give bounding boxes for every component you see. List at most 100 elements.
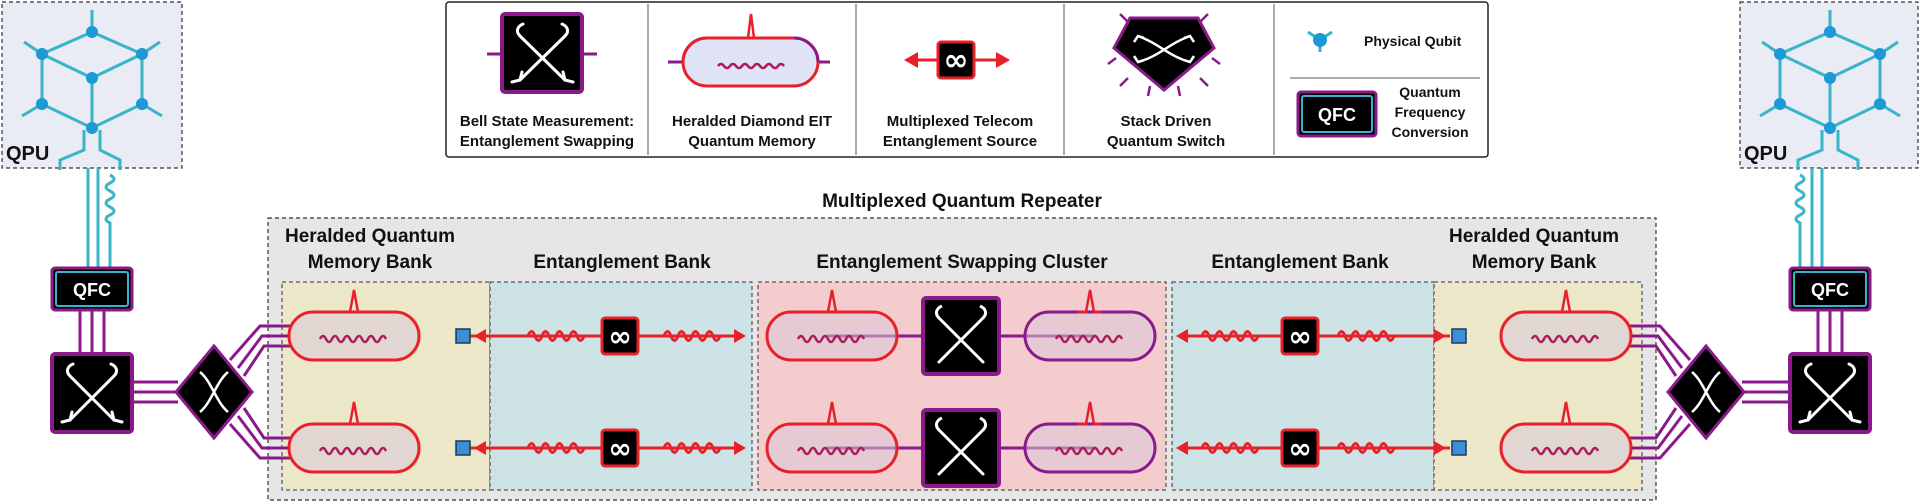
bsm-detector	[934, 304, 943, 320]
legend-qfc-label-2: Frequency	[1395, 104, 1466, 120]
memory-cell	[1023, 310, 1157, 362]
memory-bank-left-title-1: Heralded Quantum	[285, 226, 455, 247]
memory-cell	[287, 422, 421, 474]
bsm-box	[921, 296, 1001, 376]
legend-memory-label-1: Heralded Diamond EIT	[672, 113, 832, 130]
bsm-arrow	[937, 316, 985, 364]
quantum-switch-right	[1666, 343, 1746, 441]
memory-bank-right-title-2: Memory Bank	[1472, 252, 1597, 273]
qpu-left-label: QPU	[6, 143, 49, 165]
herald-peak	[1554, 289, 1578, 314]
legend-bsm-label-1: Bell State Measurement:	[460, 113, 634, 130]
source-symbol: ∞	[1288, 432, 1311, 465]
bsm-detector	[979, 304, 988, 320]
memory-cell	[1023, 422, 1157, 474]
swap-memory-right	[1023, 401, 1157, 474]
bsm-detector	[934, 416, 943, 432]
qpu-qfc-links	[86, 168, 1824, 268]
legend-qubit-icon	[1307, 30, 1333, 52]
legend-qfc-label-1: Quantum	[1399, 84, 1460, 100]
stored-wavepacket	[1530, 334, 1600, 344]
qfc-left: QFC	[50, 266, 134, 312]
source-box	[600, 428, 640, 468]
qpu-right: QPU	[1739, 1, 1919, 170]
legend-qfc-label-3: Conversion	[1391, 124, 1468, 140]
memory-bank-right-cell	[1499, 289, 1633, 362]
photon-wave	[662, 442, 722, 454]
legend-bsm-icon	[487, 12, 597, 94]
bsm-left	[50, 352, 134, 434]
photon-wave	[1336, 442, 1396, 454]
photon-wave	[1200, 442, 1260, 454]
legend-switch-icon	[1107, 13, 1221, 97]
herald-peak	[342, 401, 366, 426]
swap-memory-left	[765, 289, 899, 362]
bsm-central	[921, 408, 1001, 488]
herald-peak	[820, 289, 844, 314]
edge-wiring	[78, 310, 1844, 460]
detector	[1451, 440, 1467, 456]
legend-source-label-2: Entanglement Source	[883, 133, 1037, 150]
herald-peak	[820, 401, 844, 426]
quantum-switch-left	[174, 343, 254, 441]
memory-bank-left-cell	[287, 289, 421, 362]
qpu-left: QPU	[1, 1, 183, 170]
arrowhead	[1176, 329, 1188, 343]
photon-wave	[526, 442, 586, 454]
stored-wavepacket	[1054, 446, 1124, 456]
herald-peak	[342, 289, 366, 314]
memory-cell	[765, 422, 899, 474]
memory-cell	[287, 310, 421, 362]
swap-memory-right	[1023, 289, 1157, 362]
legend-switch-label-2: Quantum Switch	[1107, 133, 1225, 150]
source-box	[1280, 316, 1320, 356]
entanglement-source-right: ∞	[1280, 316, 1320, 356]
legend-qfc-icon: QFC	[1296, 90, 1378, 138]
legend-memory-label-2: Quantum Memory	[688, 133, 816, 150]
herald-peak	[1078, 289, 1102, 314]
stored-wavepacket	[796, 334, 866, 344]
stored-wavepacket	[1530, 446, 1600, 456]
legend-bsm-label-2: Entanglement Swapping	[460, 133, 634, 150]
stored-wavepacket	[318, 334, 388, 344]
stored-wavepacket	[1054, 334, 1124, 344]
source-box	[1280, 428, 1320, 468]
source-box	[600, 316, 640, 356]
qpu-right-label: QPU	[1744, 143, 1787, 165]
entanglement-source-right: ∞	[1280, 428, 1320, 468]
bsm-box	[921, 408, 1001, 488]
legend-qfc-text: QFC	[1318, 105, 1356, 125]
memory-cell	[765, 310, 899, 362]
source-symbol: ∞	[1288, 320, 1311, 353]
bsm-detector	[979, 416, 988, 432]
arrowhead	[1434, 329, 1446, 343]
memory-bank-left-cell	[287, 401, 421, 474]
swapping-cluster-title: Entanglement Swapping Cluster	[816, 252, 1108, 273]
memory-cell	[1499, 422, 1633, 474]
entanglement-bank-right-title: Entanglement Bank	[1211, 252, 1389, 273]
photon-wave	[662, 330, 722, 342]
entanglement-source-left: ∞	[600, 316, 640, 356]
source-symbol: ∞	[608, 432, 631, 465]
arrowhead	[734, 441, 746, 455]
legend-source-icon: ∞	[904, 40, 1010, 80]
arrowhead	[734, 329, 746, 343]
bsm-arrow	[937, 428, 985, 476]
stored-wavepacket	[318, 446, 388, 456]
detector	[455, 328, 471, 344]
herald-peak	[1554, 401, 1578, 426]
photon-wave	[1200, 330, 1260, 342]
qfc-right: QFC	[1788, 266, 1872, 312]
repeater-title: Multiplexed Quantum Repeater	[822, 191, 1102, 212]
arrowhead	[1434, 441, 1446, 455]
entanglement-bank-left-title: Entanglement Bank	[533, 252, 711, 273]
repeater-channels: ∞ ∞ ∞ ∞	[287, 289, 1633, 488]
arrowhead	[474, 441, 486, 455]
arrowhead	[1176, 441, 1188, 455]
stored-wavepacket	[796, 446, 866, 456]
memory-cell	[1499, 310, 1633, 362]
arrowhead	[474, 329, 486, 343]
qfc-right-label: QFC	[1811, 280, 1849, 300]
legend-memory-icon	[668, 13, 830, 88]
legend-source-symbol: ∞	[944, 43, 969, 78]
